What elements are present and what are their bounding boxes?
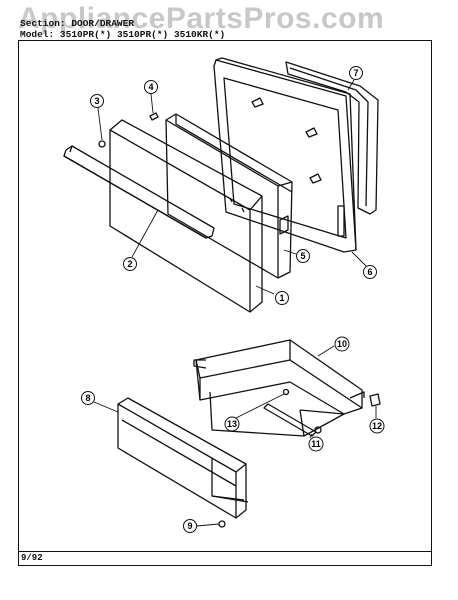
callout-11: 11 [308, 436, 324, 452]
outer-door-panel-part [109, 119, 263, 313]
callout-13: 13 [224, 416, 240, 432]
callout-5: 5 [296, 249, 310, 263]
drawer-front-screw [218, 520, 226, 528]
model-label: Model: [20, 29, 55, 40]
callout-10: 10 [334, 336, 350, 352]
svg-text:5: 5 [300, 251, 305, 261]
callout-4: 4 [144, 80, 158, 94]
revision-date: 9/92 [21, 553, 43, 563]
callout-9: 9 [183, 519, 197, 533]
svg-text:7: 7 [353, 68, 358, 78]
callout-7: 7 [349, 66, 363, 80]
model-header: Model: 3510PR(*) 3510PR(*) 3510KR(*) [20, 29, 225, 40]
drawer-front-panel-part [117, 397, 249, 519]
svg-text:9: 9 [187, 521, 192, 531]
section-header: Section: DOOR/DRAWER [20, 18, 134, 29]
section-value: DOOR/DRAWER [71, 18, 135, 29]
model-number-3: 3510KR(*) [173, 29, 226, 40]
drawer-body-part [193, 339, 365, 437]
drawer-rail-part [263, 403, 322, 437]
svg-text:8: 8 [85, 393, 90, 403]
section-label: Section: [20, 18, 66, 29]
callout-12: 12 [369, 418, 385, 434]
svg-text:2: 2 [127, 259, 132, 269]
callout-1: 1 [275, 291, 289, 305]
svg-text:13: 13 [227, 419, 237, 429]
inner-door-panel-part [213, 57, 357, 253]
svg-text:1: 1 [279, 293, 284, 303]
drawer-screw [282, 388, 290, 396]
callout-8: 8 [81, 391, 95, 405]
door-gasket-part [285, 61, 379, 215]
door-liner-part [165, 113, 293, 279]
footer-box [18, 552, 432, 566]
svg-text:10: 10 [337, 339, 347, 349]
callout-2: 2 [123, 257, 137, 271]
drawer-glide-part [369, 393, 381, 407]
callout-6: 6 [363, 265, 377, 279]
door-screws [98, 112, 159, 148]
svg-text:4: 4 [148, 82, 153, 92]
watermark: AppliancePartsPros.com [18, 2, 385, 35]
svg-text:3: 3 [94, 96, 99, 106]
svg-text:6: 6 [367, 267, 372, 277]
svg-text:12: 12 [372, 421, 382, 431]
diagram-frame [18, 40, 432, 552]
model-number-2: 3510PR(*) [116, 29, 169, 40]
leader-lines [93, 79, 377, 527]
callout-3: 3 [90, 94, 104, 108]
model-number-1: 3510PR(*) [59, 29, 112, 40]
svg-text:11: 11 [311, 439, 321, 449]
door-handle-part [63, 145, 215, 239]
